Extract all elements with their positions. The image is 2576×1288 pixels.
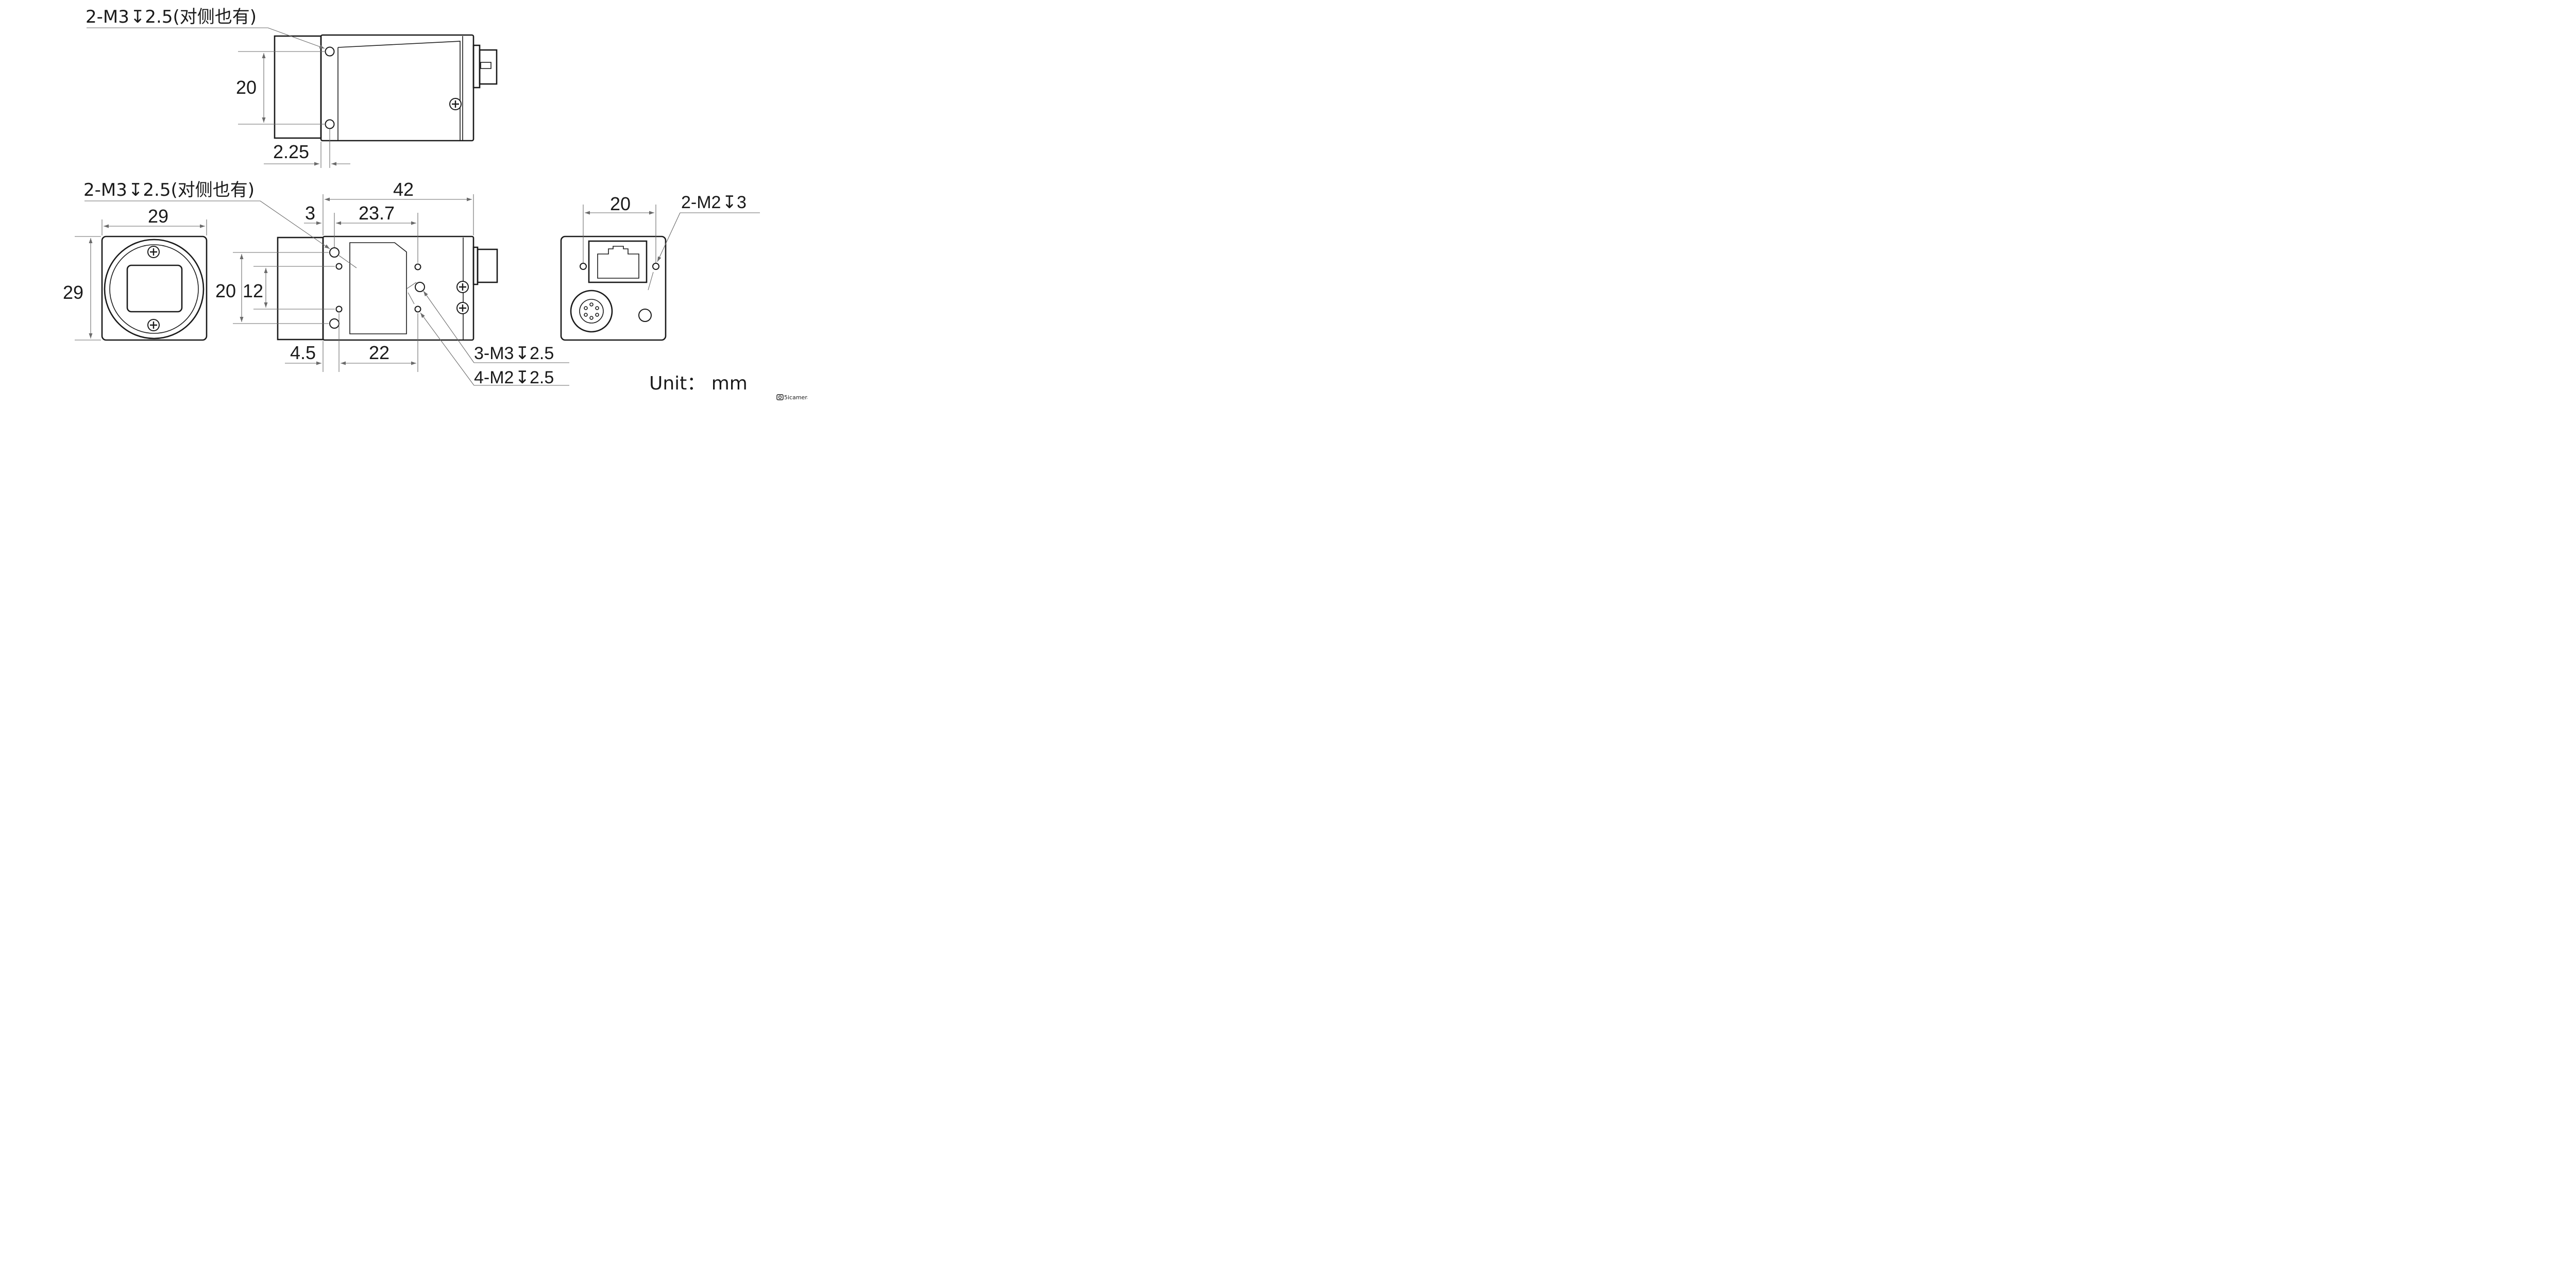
rear-view: 20 2-M2↧3 xyxy=(560,192,760,341)
side-m3-callout: 3-M3↧2.5 xyxy=(474,343,554,364)
rear-dim-width: 20 xyxy=(610,193,631,214)
front-body xyxy=(101,235,208,341)
top-screw-icon xyxy=(449,97,462,111)
top-camera-body xyxy=(320,34,474,142)
camera-dimension-drawing: 20 2.25 2-M3↧2.5(对侧也有) 29 29 xyxy=(63,7,808,401)
rear-hole-callout: 2-M2↧3 xyxy=(681,192,747,213)
front-screw-icon xyxy=(147,245,160,259)
rear-m2-hole xyxy=(652,263,659,270)
rear-m2-hole xyxy=(580,263,587,270)
side-dim-length: 42 xyxy=(393,179,414,200)
top-dim-offset: 2.25 xyxy=(273,141,309,162)
side-lens-mount xyxy=(277,236,324,341)
side-m2-hole xyxy=(414,263,421,270)
depth-symbol: ↧ xyxy=(128,180,143,200)
front-view: 29 29 xyxy=(63,206,208,341)
depth-symbol: ↧ xyxy=(515,367,530,388)
front-dim-width: 29 xyxy=(148,206,168,227)
unit-label: Unit： mm xyxy=(649,373,748,394)
side-dim-20: 20 xyxy=(215,280,236,301)
depth-symbol: ↧ xyxy=(515,343,530,364)
side-m2-hole xyxy=(335,306,343,313)
side-screw-icon xyxy=(456,280,469,294)
front-lens-ring-outer xyxy=(104,239,205,340)
top-mount-hole xyxy=(325,46,335,57)
side-m3-hole xyxy=(329,318,340,329)
top-mount-hole xyxy=(325,119,335,129)
top-dim-height: 20 xyxy=(236,77,257,98)
side-dim-12: 12 xyxy=(243,280,263,301)
svg-text:5icamera: 5icamera xyxy=(784,394,808,401)
side-m3-hole xyxy=(415,282,425,292)
side-dim-22: 22 xyxy=(369,342,389,363)
top-label-recess xyxy=(337,41,461,141)
ethernet-port-icon xyxy=(597,246,639,279)
top-view: 20 2.25 2-M3↧2.5(对侧也有) xyxy=(86,7,498,168)
front-dim-height: 29 xyxy=(63,282,83,303)
side-camera-body xyxy=(322,235,474,341)
side-dim-3: 3 xyxy=(305,202,315,224)
top-hole-callout: 2-M3↧2.5(对侧也有) xyxy=(86,7,257,27)
side-hole-callout: 2-M3↧2.5(对侧也有) xyxy=(83,180,255,200)
side-m3-hole xyxy=(329,247,340,258)
side-label xyxy=(349,242,407,334)
depth-symbol: ↧ xyxy=(722,192,737,213)
side-m2-hole xyxy=(414,306,421,313)
front-sensor-window xyxy=(126,264,183,313)
side-view: 42 3 23.7 20 12 4.5 22 2-M3↧2.5(对侧也有) xyxy=(83,179,569,388)
io-connector-icon xyxy=(570,290,613,333)
side-m2-callout: 4-M2↧2.5 xyxy=(474,367,554,388)
front-screw-icon xyxy=(147,318,160,332)
brand-logo: 5icamera xyxy=(776,394,808,401)
side-m2-hole xyxy=(335,263,343,270)
depth-symbol: ↧ xyxy=(130,7,145,27)
side-dim-23-7: 23.7 xyxy=(359,202,395,224)
front-lens-ring-inner xyxy=(109,244,199,334)
rj45-port-frame xyxy=(588,240,648,283)
side-screw-icon xyxy=(456,301,469,315)
status-led-icon xyxy=(638,309,652,322)
side-dim-4-5: 4.5 xyxy=(290,342,316,363)
rear-body xyxy=(560,235,667,341)
camera-logo-icon xyxy=(776,394,784,400)
top-connector xyxy=(472,44,481,89)
